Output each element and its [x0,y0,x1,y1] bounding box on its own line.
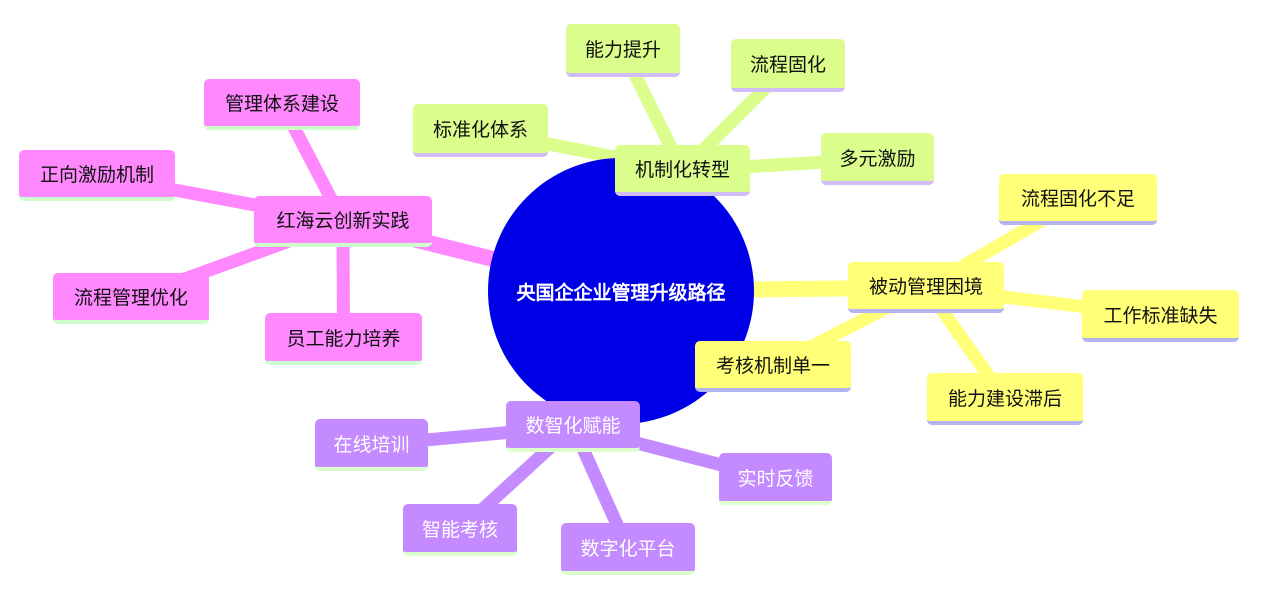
leaf-node[interactable]: 流程固化 [731,39,845,92]
leaf-node[interactable]: 工作标准缺失 [1082,290,1239,342]
branch-node-mechanism[interactable]: 机制化转型 [615,145,750,196]
leaf-node[interactable]: 管理体系建设 [204,79,360,130]
leaf-node[interactable]: 多元激励 [821,133,934,185]
branch-node-passive[interactable]: 被动管理困境 [848,262,1004,313]
leaf-node[interactable]: 在线培训 [315,419,428,471]
branch-node-practice[interactable]: 红海云创新实践 [254,196,432,247]
leaf-node[interactable]: 智能考核 [403,504,517,556]
leaf-node[interactable]: 流程固化不足 [999,174,1157,225]
leaf-node[interactable]: 流程管理优化 [53,273,209,324]
leaf-node[interactable]: 标准化体系 [413,104,548,157]
leaf-node[interactable]: 正向激励机制 [19,150,175,201]
leaf-node[interactable]: 考核机制单一 [695,341,851,392]
leaf-node[interactable]: 员工能力培养 [265,313,422,365]
leaf-node[interactable]: 实时反馈 [719,453,832,505]
leaf-node[interactable]: 能力建设滞后 [927,373,1083,425]
branch-node-digital[interactable]: 数智化赋能 [506,401,640,452]
leaf-node[interactable]: 数字化平台 [561,523,695,575]
leaf-node[interactable]: 能力提升 [566,24,680,77]
